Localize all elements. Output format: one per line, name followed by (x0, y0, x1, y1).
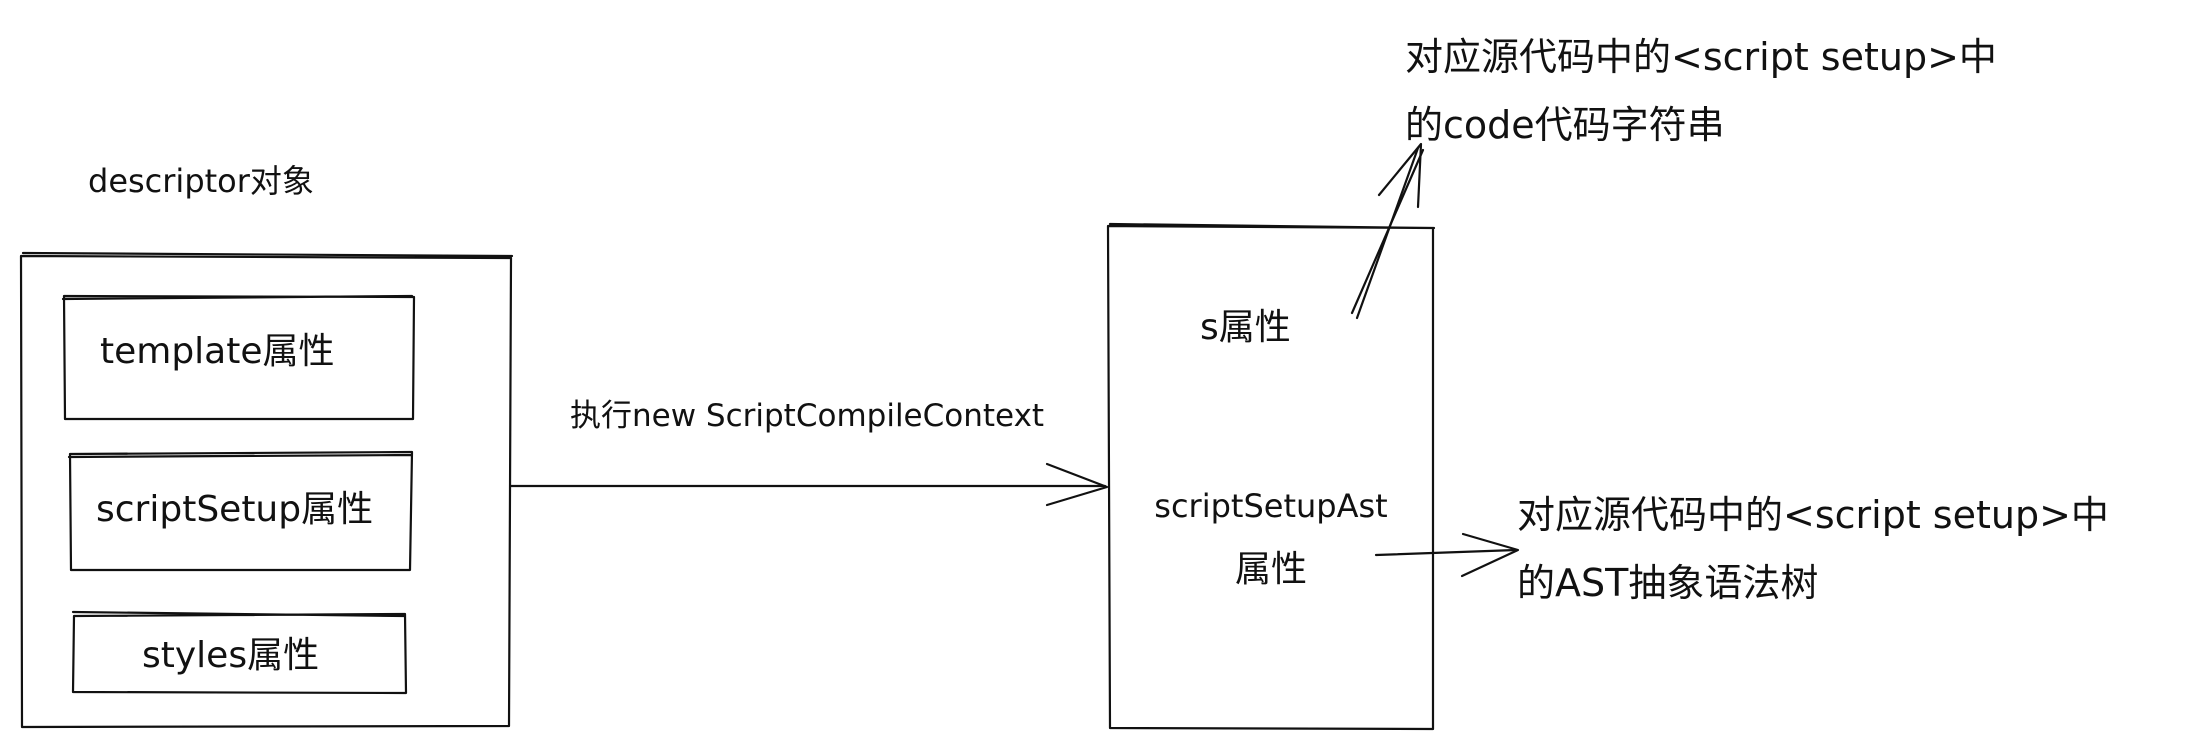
code-arrow-head (1377, 142, 1423, 209)
context-box (1106, 222, 1436, 731)
ast-arrow-line (1374, 548, 1518, 557)
scriptsetup-prop-box (67, 450, 414, 572)
code-note-line1: 对应源代码中的<script setup>中 (1405, 35, 1997, 79)
ast-note-line2: 的AST抽象语法树 (1517, 561, 1819, 605)
styles-prop-label: styles属性 (142, 635, 320, 676)
styles-prop-box (71, 610, 408, 695)
code-note-line2: 的code代码字符串 (1405, 103, 1725, 147)
action-label: 执行new ScriptCompileContext (570, 398, 1045, 434)
context-prop-ast-label-line1: scriptSetupAst (1154, 487, 1388, 525)
template-prop-box (61, 294, 416, 421)
ast-arrow-head (1460, 532, 1520, 578)
ast-note-line1: 对应源代码中的<script setup>中 (1517, 493, 2109, 537)
descriptor-box (19, 251, 514, 729)
context-prop-s-label: s属性 (1200, 307, 1291, 348)
context-prop-ast-label-line2: 属性 (1234, 549, 1307, 590)
scriptsetup-prop-label: scriptSetup属性 (96, 489, 374, 530)
template-prop-label: template属性 (100, 331, 335, 372)
main-arrow-head (1045, 462, 1109, 507)
descriptor-title: descriptor对象 (88, 162, 314, 200)
code-arrow-line-2 (1355, 146, 1420, 320)
